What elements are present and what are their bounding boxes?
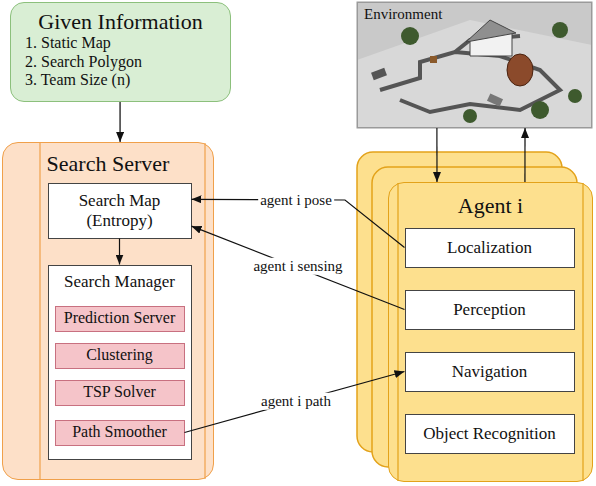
node-label: Search Map (Entropy) <box>49 191 191 230</box>
node-heading: Environment <box>364 6 442 23</box>
node-label: Perception <box>453 300 526 320</box>
component-box: Clustering <box>55 343 185 369</box>
list-item: 2. Search Polygon <box>11 53 230 71</box>
node-label: Object Recognition <box>423 424 556 444</box>
flow-arrow <box>436 128 437 182</box>
node-label: Path Smoother <box>72 423 167 441</box>
environment-illustration <box>357 2 592 128</box>
edge-label: agent i path <box>259 393 333 410</box>
module-box: Navigation <box>405 352 575 392</box>
flow-arrow <box>119 239 120 265</box>
server-container: Search ServerSearch Map (Entropy) Search … <box>2 142 214 480</box>
flow-arrow <box>192 226 405 309</box>
node-label: Navigation <box>452 362 528 382</box>
node-heading: Agent i <box>458 193 523 218</box>
node-label: Prediction Server <box>64 309 176 327</box>
flow-arrow <box>185 372 405 433</box>
list-item: 3. Team Size (n) <box>11 71 230 89</box>
info-box: Given Information1. Static Map2. Search … <box>10 2 231 102</box>
node-heading: Search Manager <box>64 272 175 292</box>
module-box: Object Recognition <box>405 414 575 454</box>
list-item: 1. Static Map <box>11 34 230 52</box>
component-box: TSP Solver <box>55 380 185 406</box>
agent-container: Agent i LocalizationPerceptionNavigationO… <box>388 182 593 482</box>
component-box: Path Smoother <box>55 420 185 446</box>
server-divider <box>204 143 205 479</box>
edge-label: agent i pose <box>258 192 334 209</box>
component-box: Prediction Server <box>55 306 185 332</box>
module-box: Localization <box>405 228 575 268</box>
node-heading: Search Server <box>47 151 170 176</box>
module-box: Perception <box>405 290 575 330</box>
environment-panel: Environment <box>357 2 592 128</box>
flow-arrow <box>524 128 525 182</box>
edge-label: agent i sensing <box>251 258 344 275</box>
node-label: Localization <box>447 238 532 258</box>
agent-divider <box>582 183 583 481</box>
server-divider <box>39 143 40 479</box>
node-label: Clustering <box>86 346 153 364</box>
node-heading: Given Information <box>38 9 202 34</box>
module-box: Search Map (Entropy) <box>48 183 192 239</box>
node-label: TSP Solver <box>83 383 156 401</box>
flow-arrow <box>192 199 405 247</box>
flow-arrow <box>119 102 120 142</box>
module-box: Search ManagerPrediction ServerClusterin… <box>48 265 192 460</box>
agent-divider <box>397 183 398 481</box>
